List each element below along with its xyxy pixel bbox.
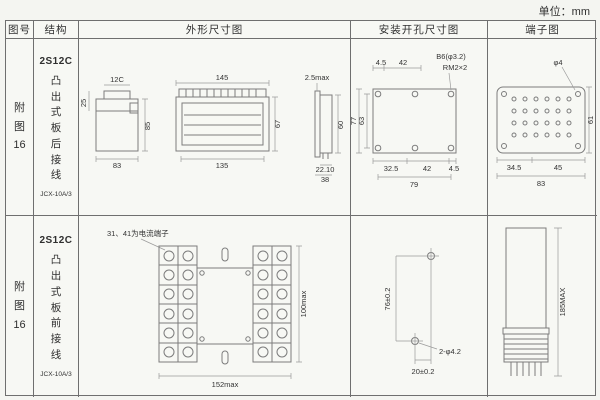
mounting-cell-row2: 76±0.2 2-φ4.2 20±0.2	[351, 216, 488, 397]
relay-body	[196, 247, 254, 365]
dim-145: 145	[216, 73, 229, 82]
fig-cell-row2: 附图16	[6, 216, 34, 397]
dim-60: 60	[336, 121, 345, 129]
terminal-plate	[496, 86, 586, 154]
fig-cell-row1: 附图16	[6, 39, 34, 216]
dim-76: 76±0.2	[383, 288, 392, 311]
relay-type: JCX-10A/3	[40, 370, 72, 378]
dim-152max: 152max	[212, 380, 239, 389]
dim-85: 85	[143, 122, 152, 130]
side-view-dim-lines	[88, 84, 148, 162]
dim-67: 67	[273, 120, 282, 128]
note-leader	[140, 238, 166, 251]
current-terminal-note: 31、41为电流端子	[107, 228, 169, 238]
profile-view	[314, 90, 333, 159]
relay-type: JCX-10A/3	[40, 191, 72, 199]
dim-22-10: 22.10	[316, 165, 335, 174]
structure-cell-row1: 2S12C 凸出式板后接线 JCX-10A/3	[34, 39, 79, 216]
dim-2-5max: 2.5max	[305, 73, 330, 82]
relay-side-profile	[502, 227, 550, 376]
terminal-drawing-row1: φ4 61 34.5 45 83	[496, 58, 595, 188]
right-terminal-bank	[252, 245, 292, 363]
relay-model: 2S12C	[39, 55, 73, 67]
side-view	[95, 90, 139, 152]
dim-4-5-top: 4.5	[376, 58, 386, 67]
header-structure: 结构	[34, 21, 79, 39]
dim-32-5: 32.5	[384, 164, 399, 173]
mounting-cell-row1: 4.5 42 B6(φ3.2) RM2×2 77 63 32.5 42 4.5 …	[351, 39, 488, 216]
terminal-cell-row2: 185MAX	[488, 216, 597, 397]
outline-drawing-front-wiring: 31、41为电流端子	[107, 228, 308, 389]
front-view-dim-lines	[175, 80, 278, 162]
dim-185max: 185MAX	[558, 288, 567, 317]
outline-cell-row2: 31、41为电流端子	[79, 216, 351, 397]
mounting-plate	[372, 88, 457, 154]
dim-135: 135	[216, 161, 229, 170]
mounting-hole-drawing-row1: 4.5 42 B6(φ3.2) RM2×2 77 63 32.5 42 4.5 …	[351, 52, 467, 189]
label-2-phi42: 2-φ4.2	[439, 347, 461, 356]
relay-model: 2S12C	[39, 235, 73, 247]
terminal-cell-row1: φ4 61 34.5 45 83	[488, 39, 597, 216]
terminal-pin-grid	[511, 96, 572, 138]
dim-63: 63	[357, 117, 366, 125]
row2-terminal-dim-lines	[554, 227, 562, 377]
dim-25: 25	[79, 99, 88, 107]
outline-drawing-rear-wiring: 12C 25 83 85 145 135 67	[79, 73, 345, 184]
dim-61: 61	[586, 116, 595, 124]
dim-12c: 12C	[110, 75, 124, 84]
mounting-hole-drawing-row2: 76±0.2 2-φ4.2 20±0.2	[383, 248, 461, 376]
front-view	[175, 88, 270, 152]
label-b6-holes: B6(φ3.2)	[436, 52, 466, 61]
structure-cell-row2: 2S12C 凸出式板前接线 JCX-10A/3	[34, 216, 79, 397]
dim-4-5-bottom: 4.5	[449, 164, 459, 173]
header-fig: 图号	[6, 21, 34, 39]
dim-42-top: 42	[399, 58, 407, 67]
row2-mounting-dim-lines	[395, 248, 439, 364]
label-rm2-thread: RM2×2	[443, 63, 467, 72]
profile-view-dim-lines	[315, 83, 341, 176]
left-terminal-bank	[158, 245, 198, 363]
row2-outline-dim-lines	[158, 245, 302, 379]
outline-cell-row1: 12C 25 83 85 145 135 67	[79, 39, 351, 216]
dim-42-bottom: 42	[423, 164, 431, 173]
dim-45: 45	[554, 163, 562, 172]
dim-20: 20±0.2	[412, 367, 435, 376]
dim-83: 83	[113, 161, 121, 170]
terminal-dim-lines	[496, 66, 592, 179]
spec-table: 图号 结构 外形尺寸图 安装开孔尺寸图 端子图 附图16 2S12C 凸出式板后…	[5, 20, 597, 397]
dim-34-5: 34.5	[507, 163, 522, 172]
mounting-dim-lines	[356, 65, 457, 180]
label-phi4-hole: φ4	[553, 58, 562, 67]
dim-77: 77	[351, 117, 358, 125]
mounting-description: 凸出式板后接线	[50, 74, 62, 182]
header-terminal: 端子图	[488, 21, 597, 39]
terminal-drawing-row2: 185MAX	[502, 227, 567, 377]
dim-100max: 100max	[299, 290, 308, 317]
header-outline: 外形尺寸图	[79, 21, 351, 39]
dim-83-terminal: 83	[537, 179, 545, 188]
fig-number: 附图16	[13, 281, 26, 331]
mounting-description: 凸出式板前接线	[50, 254, 62, 361]
fig-number: 附图16	[13, 101, 26, 152]
dim-79: 79	[410, 180, 418, 189]
dim-38: 38	[321, 175, 329, 184]
header-mounting: 安装开孔尺寸图	[351, 21, 488, 39]
unit-label: 单位：mm	[538, 6, 590, 18]
